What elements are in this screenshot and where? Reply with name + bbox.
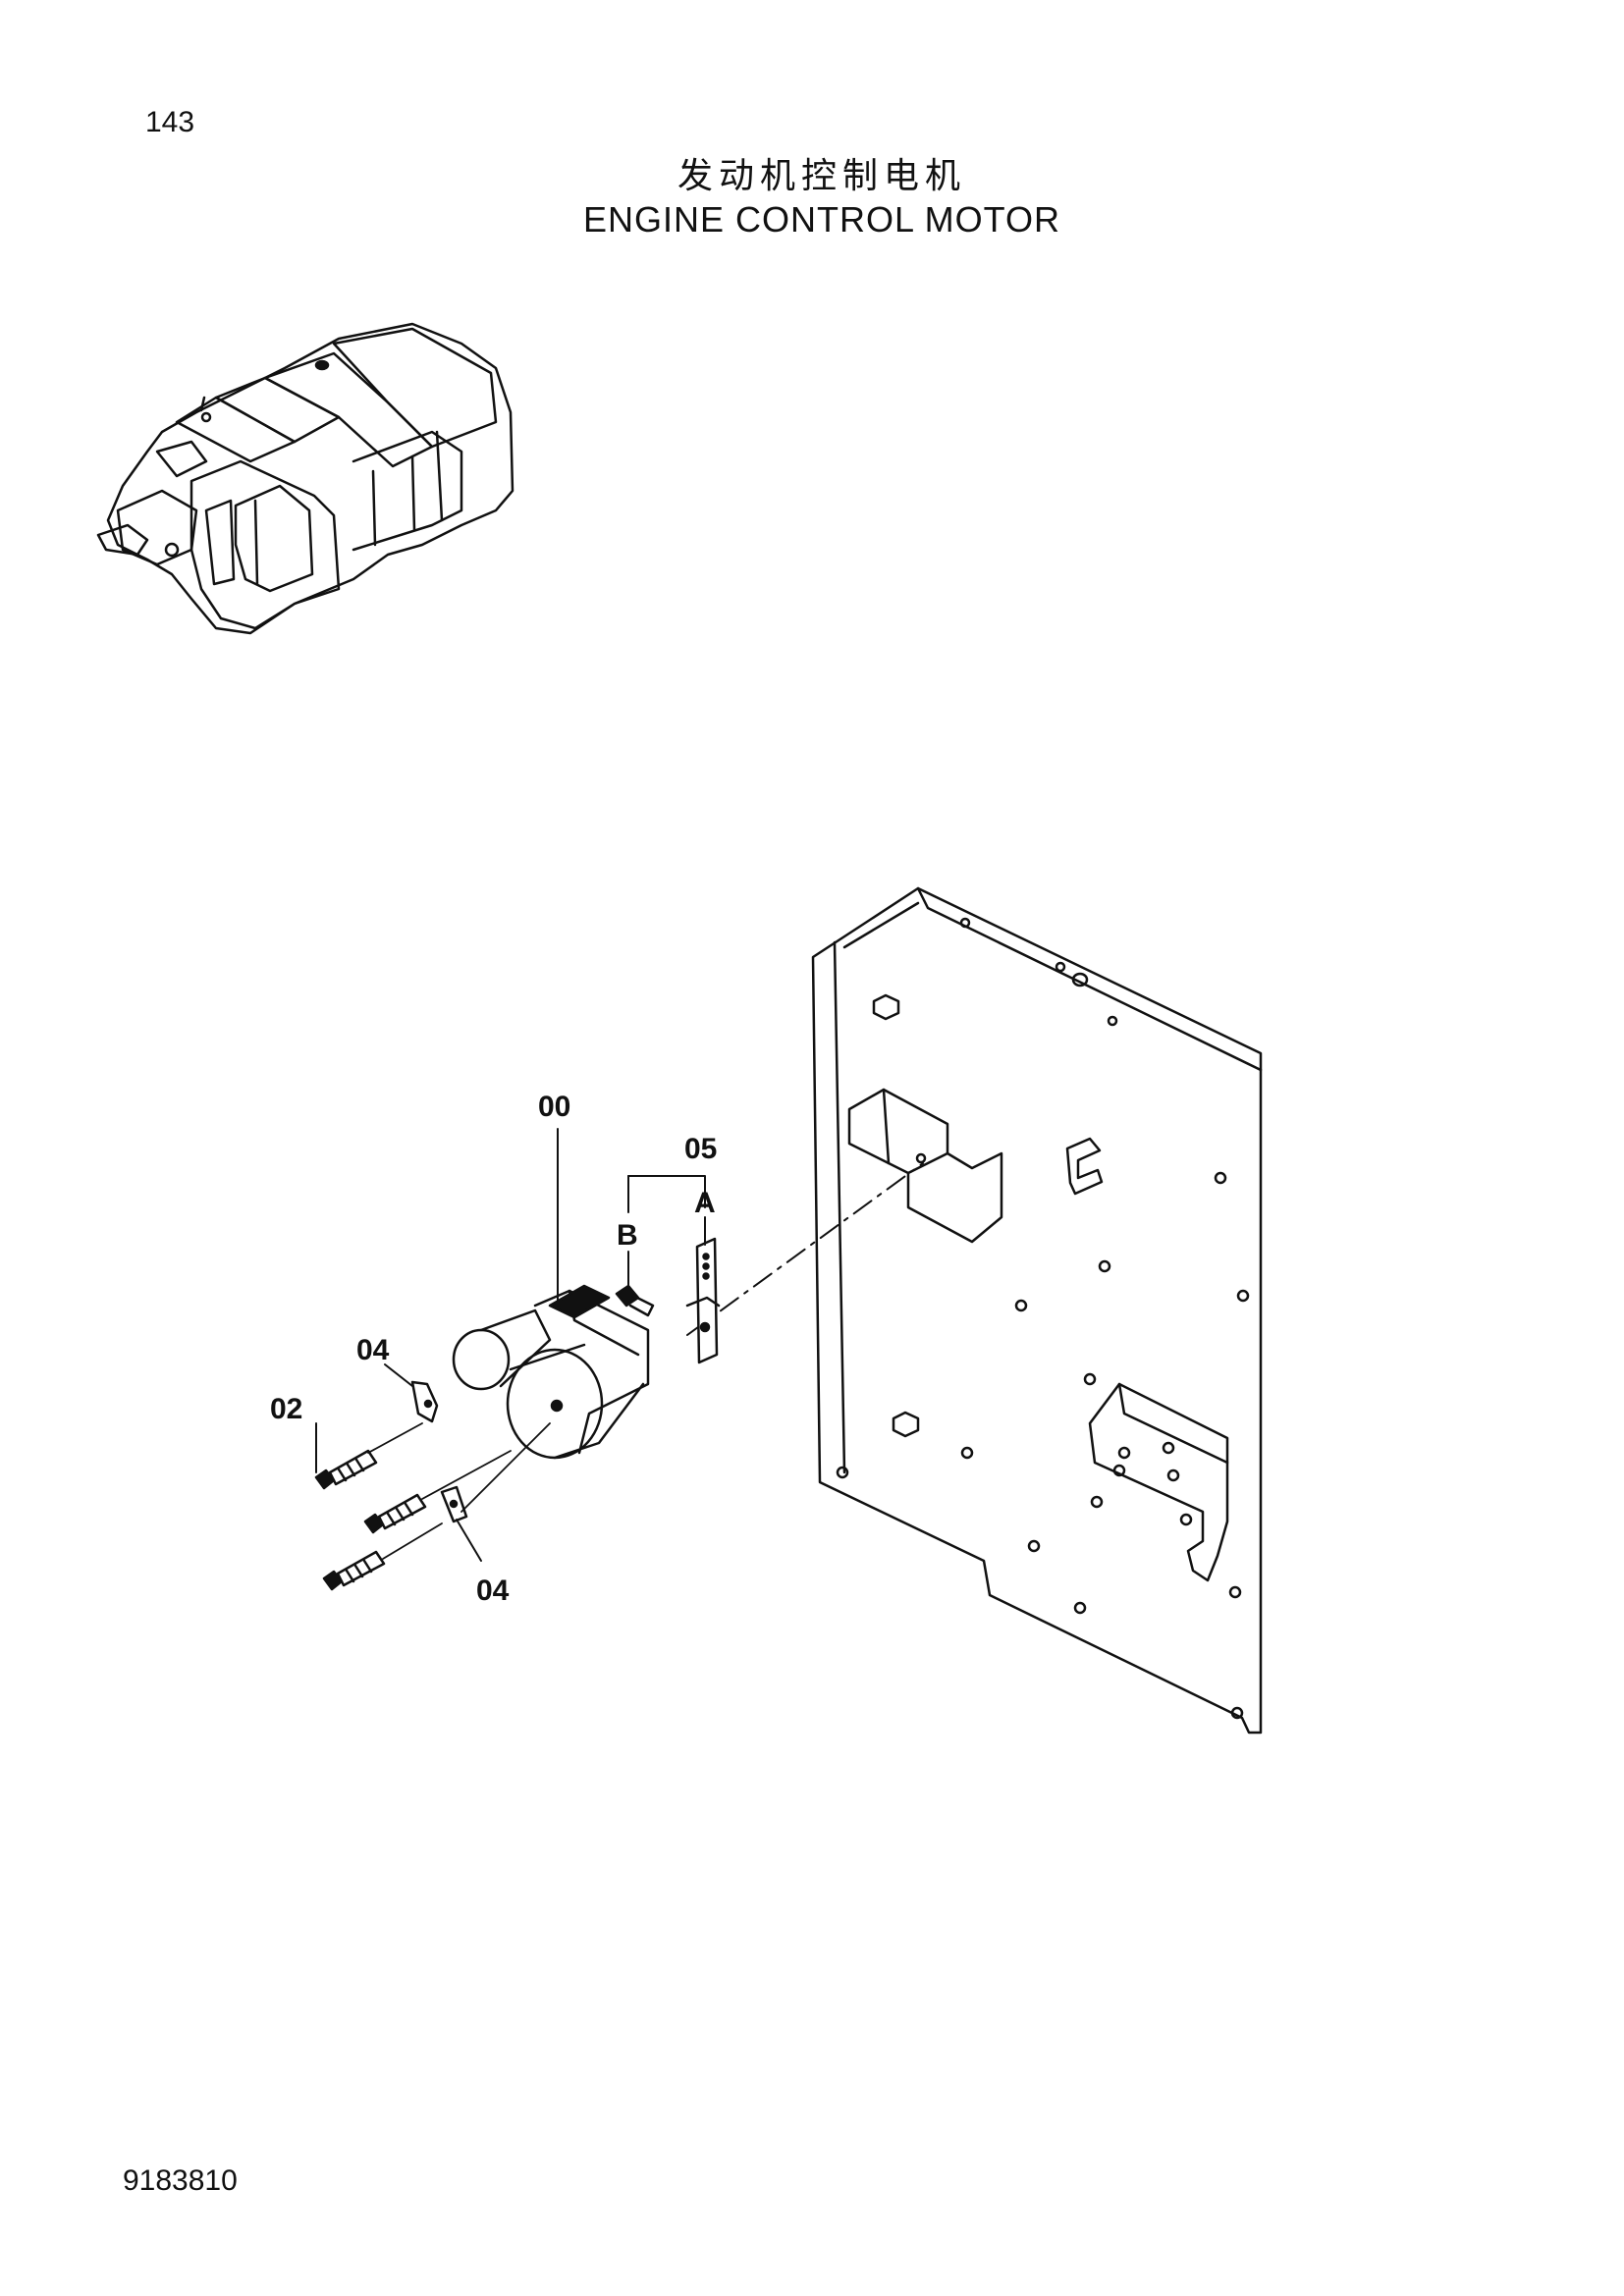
page-number: 143	[145, 106, 195, 138]
title-chinese: 发动机控制电机	[677, 156, 966, 196]
callout-02: 02	[270, 1393, 302, 1425]
part-b-screw	[615, 1284, 655, 1317]
callout-04-lower: 04	[476, 1575, 510, 1607]
excavator-locator-illustration	[96, 322, 514, 635]
alignment-line	[686, 1162, 924, 1336]
callout-05: 05	[684, 1133, 717, 1165]
callout-a: A	[694, 1187, 716, 1219]
part-a-lever	[685, 1237, 721, 1364]
bolts-02	[314, 1422, 551, 1591]
callout-b: B	[617, 1219, 638, 1252]
title-english: ENGINE CONTROL MOTOR	[582, 199, 1061, 240]
callout-00: 00	[538, 1091, 570, 1123]
mounting-panel	[811, 886, 1263, 1735]
leader-lines	[315, 1128, 706, 1562]
document-id: 9183810	[123, 2164, 238, 2197]
control-motor	[452, 1284, 650, 1460]
callout-04-upper: 04	[356, 1334, 390, 1366]
